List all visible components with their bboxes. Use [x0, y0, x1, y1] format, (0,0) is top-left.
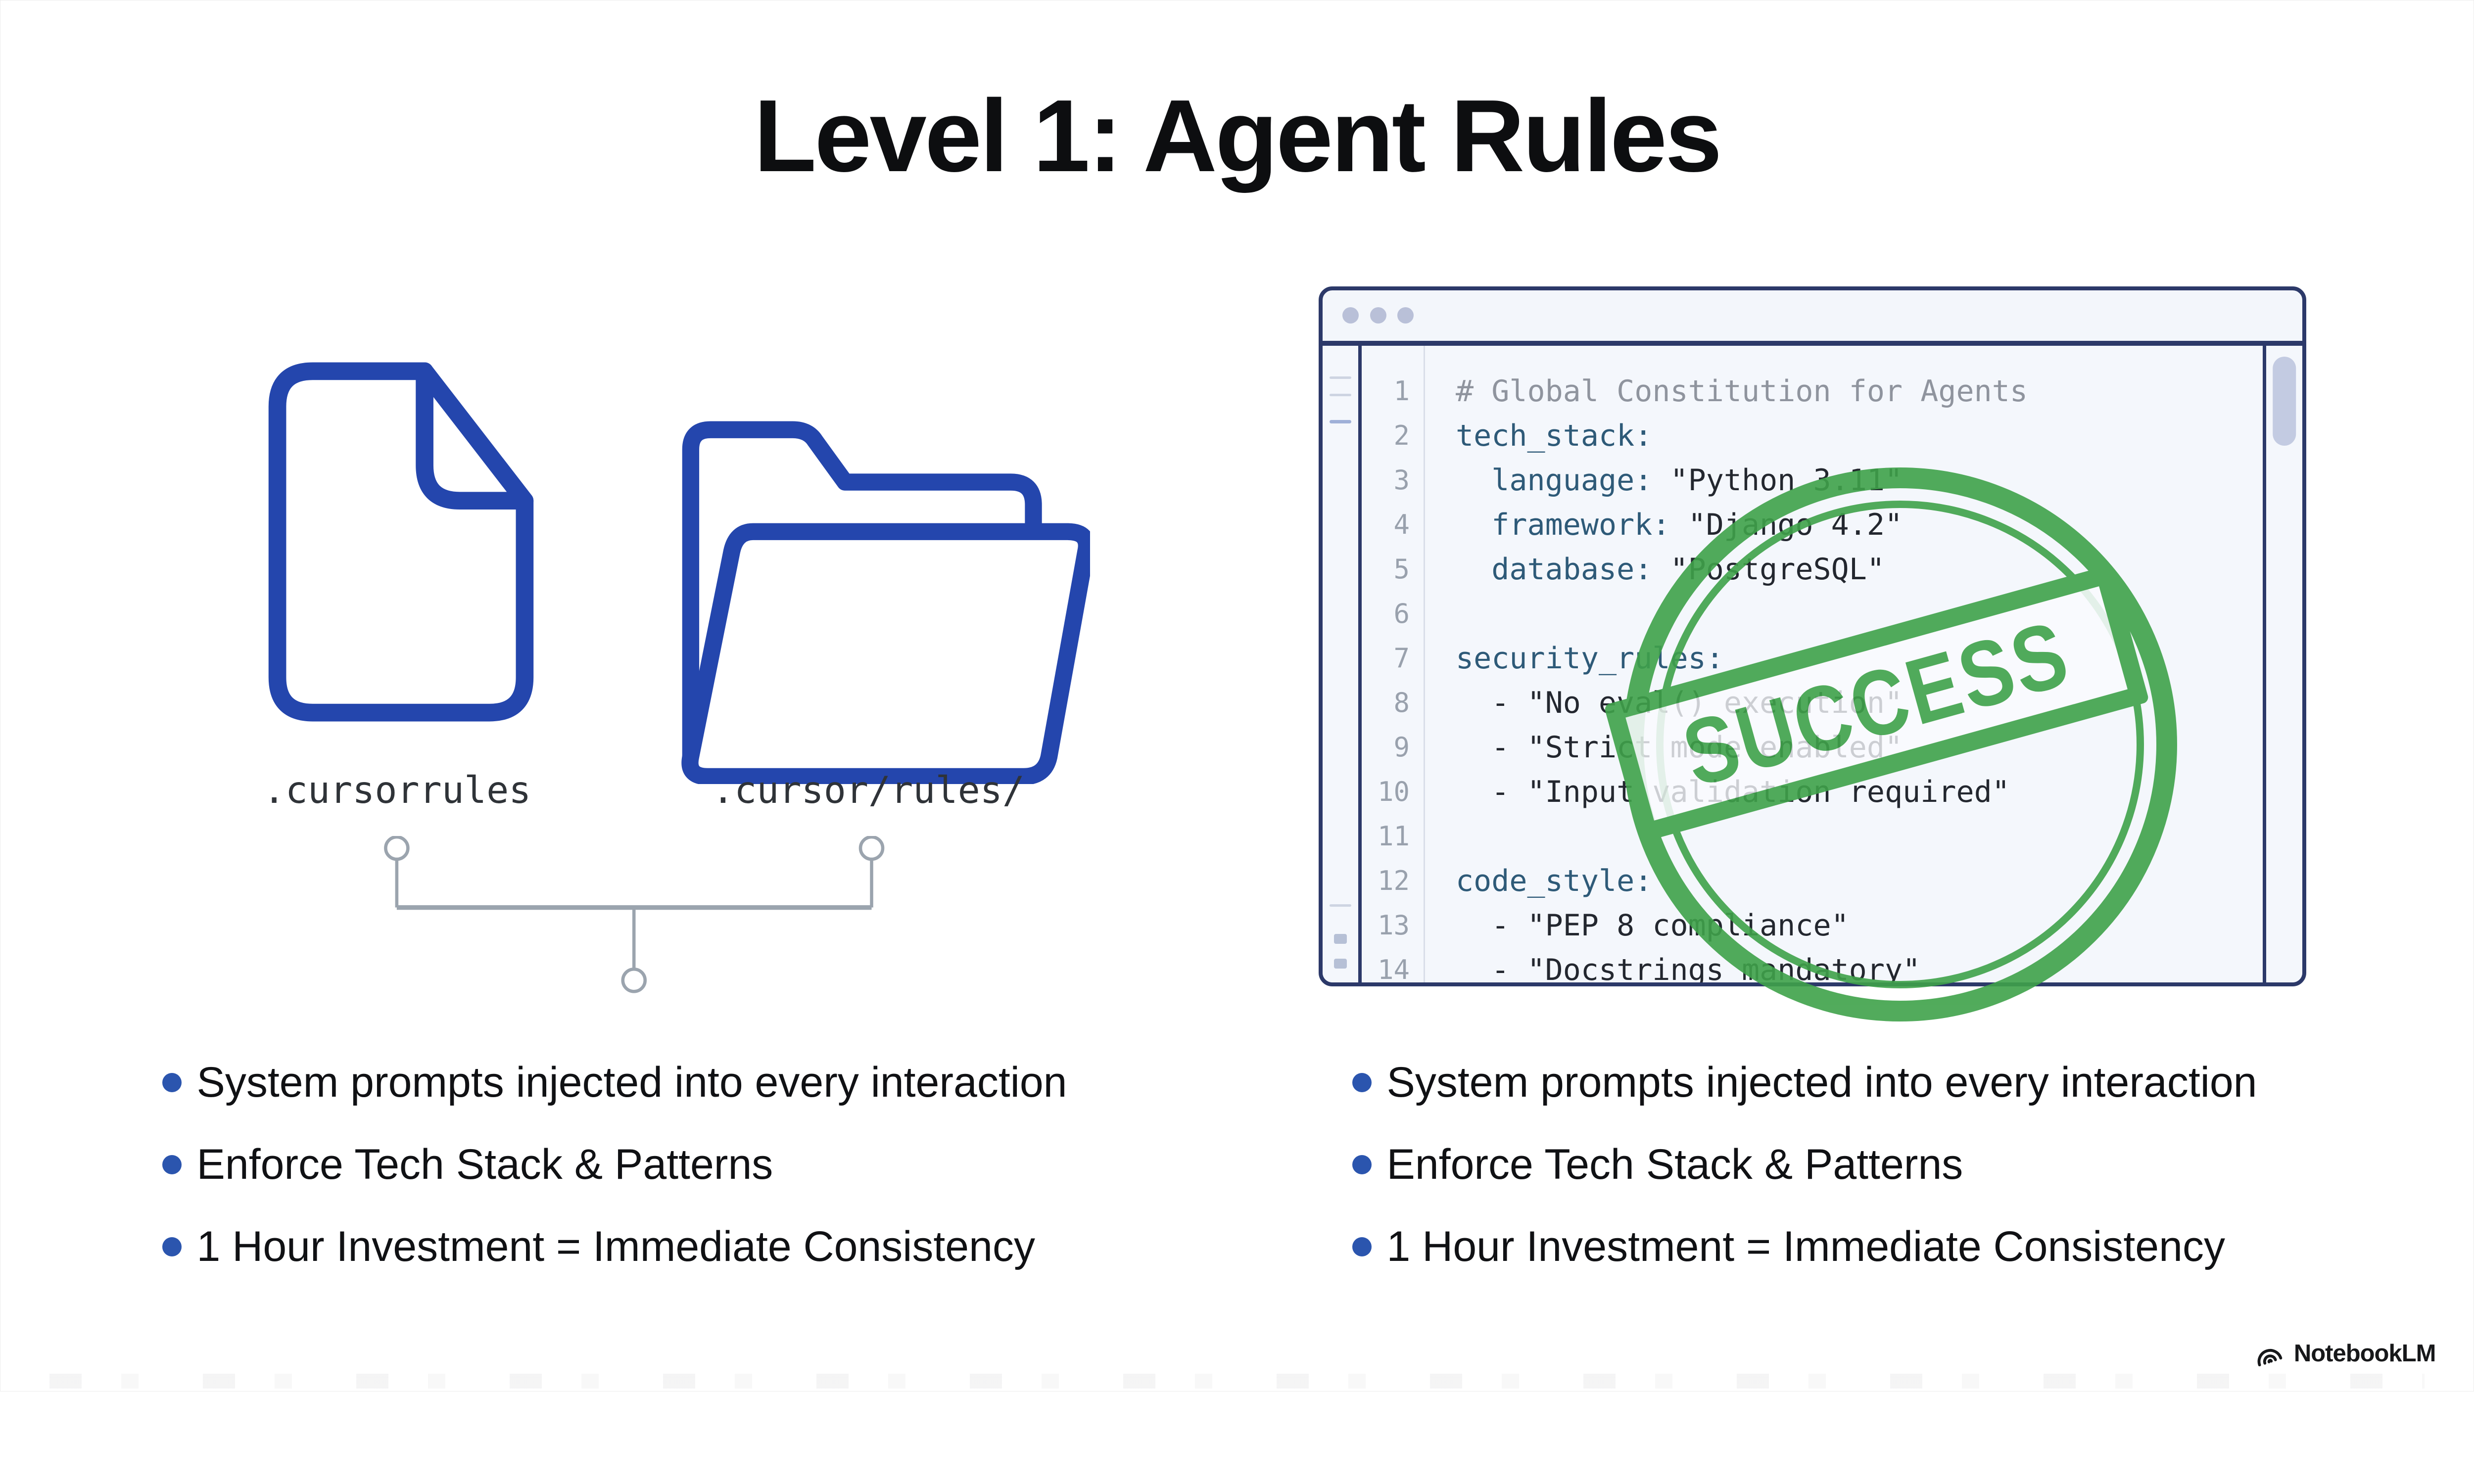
file-label: .cursorrules: [263, 768, 531, 812]
code-line: [1456, 814, 2263, 859]
bullet-item: Enforce Tech Stack & Patterns: [162, 1123, 1067, 1206]
line-number: 11: [1377, 821, 1410, 852]
window-dot-icon[interactable]: [1342, 307, 1359, 324]
line-number: 4: [1393, 509, 1410, 540]
strip-dash: [1330, 904, 1351, 907]
bullet-dot-icon: [1352, 1155, 1372, 1174]
code-line: [1456, 592, 2263, 636]
code-line: - "No eval() execution": [1456, 686, 1903, 720]
line-number: 3: [1393, 464, 1410, 496]
bullet-item: System prompts injected into every inter…: [1352, 1041, 2257, 1123]
code-line: - "Strict mode enabled": [1456, 730, 1903, 765]
bullet-item: 1 Hour Investment = Immediate Consistenc…: [162, 1206, 1067, 1288]
code-line: # Global Constitution for Agents: [1456, 374, 2028, 409]
bullet-dot-icon: [162, 1155, 182, 1174]
code-line: security_rules:: [1456, 641, 1724, 676]
line-number: 2: [1393, 420, 1410, 451]
code-content: # Global Constitution for Agents tech_sta…: [1425, 346, 2263, 982]
line-number: 7: [1393, 643, 1410, 674]
bottom-artifact-strip: [49, 1374, 2425, 1389]
code-line: language: "Python 3.11": [1491, 463, 1903, 498]
line-number: 1: [1393, 375, 1410, 407]
line-number: 13: [1377, 910, 1410, 941]
strip-dot: [1333, 959, 1347, 969]
code-line: database: "PostgreSQL": [1491, 552, 1885, 587]
line-number: 10: [1377, 776, 1410, 807]
code-line: tech_stack:: [1456, 418, 1653, 453]
strip-dash-active: [1330, 419, 1351, 423]
editor-activity-strip: [1323, 345, 1362, 982]
connector-diagram: [384, 836, 885, 993]
notebooklm-label: NotebookLM: [2293, 1340, 2436, 1367]
slide: Level 1: Agent Rules .cursorrules .curso…: [49, 78, 2436, 1389]
scrollbar-thumb[interactable]: [2272, 357, 2296, 446]
bullet-dot-icon: [162, 1237, 182, 1256]
bullet-text: 1 Hour Investment = Immediate Consistenc…: [196, 1222, 1035, 1270]
line-number: 12: [1377, 865, 1410, 896]
folder-label: .cursor/rules/: [712, 768, 1025, 812]
line-number: 9: [1393, 732, 1410, 763]
bullet-text: Enforce Tech Stack & Patterns: [196, 1140, 773, 1188]
bullet-item: 1 Hour Investment = Immediate Consistenc…: [1352, 1206, 2257, 1288]
bullet-dot-icon: [1352, 1072, 1372, 1092]
editor-titlebar: [1323, 290, 2302, 341]
bullet-list-left: System prompts injected into every inter…: [162, 1041, 1067, 1288]
titlebar-divider: [1323, 341, 2302, 346]
window-dot-icon[interactable]: [1397, 307, 1414, 324]
bullet-text: 1 Hour Investment = Immediate Consistenc…: [1386, 1222, 2225, 1270]
connector-node-merge: [621, 967, 647, 993]
line-number: 5: [1393, 554, 1410, 585]
scrollbar-track[interactable]: [2263, 345, 2302, 982]
code-line: - "Input validation required": [1456, 775, 2010, 809]
strip-dash: [1330, 394, 1351, 396]
notebooklm-icon: [2257, 1349, 2283, 1366]
bullet-text: System prompts injected into every inter…: [196, 1058, 1067, 1106]
notebooklm-logo: NotebookLM: [2253, 1340, 2436, 1367]
page-title: Level 1: Agent Rules: [754, 78, 1722, 193]
strip-dot: [1333, 934, 1347, 944]
line-number: 14: [1377, 954, 1410, 985]
connector-node-right: [858, 836, 885, 861]
folder-icon: [681, 421, 1090, 784]
bullet-text: Enforce Tech Stack & Patterns: [1386, 1140, 1963, 1188]
bullet-item: System prompts injected into every inter…: [162, 1041, 1067, 1123]
file-icon: [268, 362, 533, 721]
code-line: framework: "Django 4.2": [1491, 508, 1903, 542]
strip-dash: [1330, 376, 1351, 379]
code-line: - "PEP 8 compliance": [1456, 908, 1849, 943]
line-number: 6: [1393, 598, 1410, 629]
bullet-list-right: System prompts injected into every inter…: [1352, 1041, 2257, 1288]
bullet-dot-icon: [162, 1072, 182, 1092]
bullet-text: System prompts injected into every inter…: [1386, 1058, 2257, 1106]
bullet-dot-icon: [1352, 1237, 1372, 1256]
code-line: - "Docstrings mandatory": [1456, 953, 1921, 982]
connector-node-left: [384, 836, 410, 861]
bullet-item: Enforce Tech Stack & Patterns: [1352, 1123, 2257, 1206]
line-number: 8: [1393, 687, 1410, 718]
code-line: code_style:: [1456, 864, 1653, 898]
window-dot-icon[interactable]: [1370, 307, 1386, 324]
